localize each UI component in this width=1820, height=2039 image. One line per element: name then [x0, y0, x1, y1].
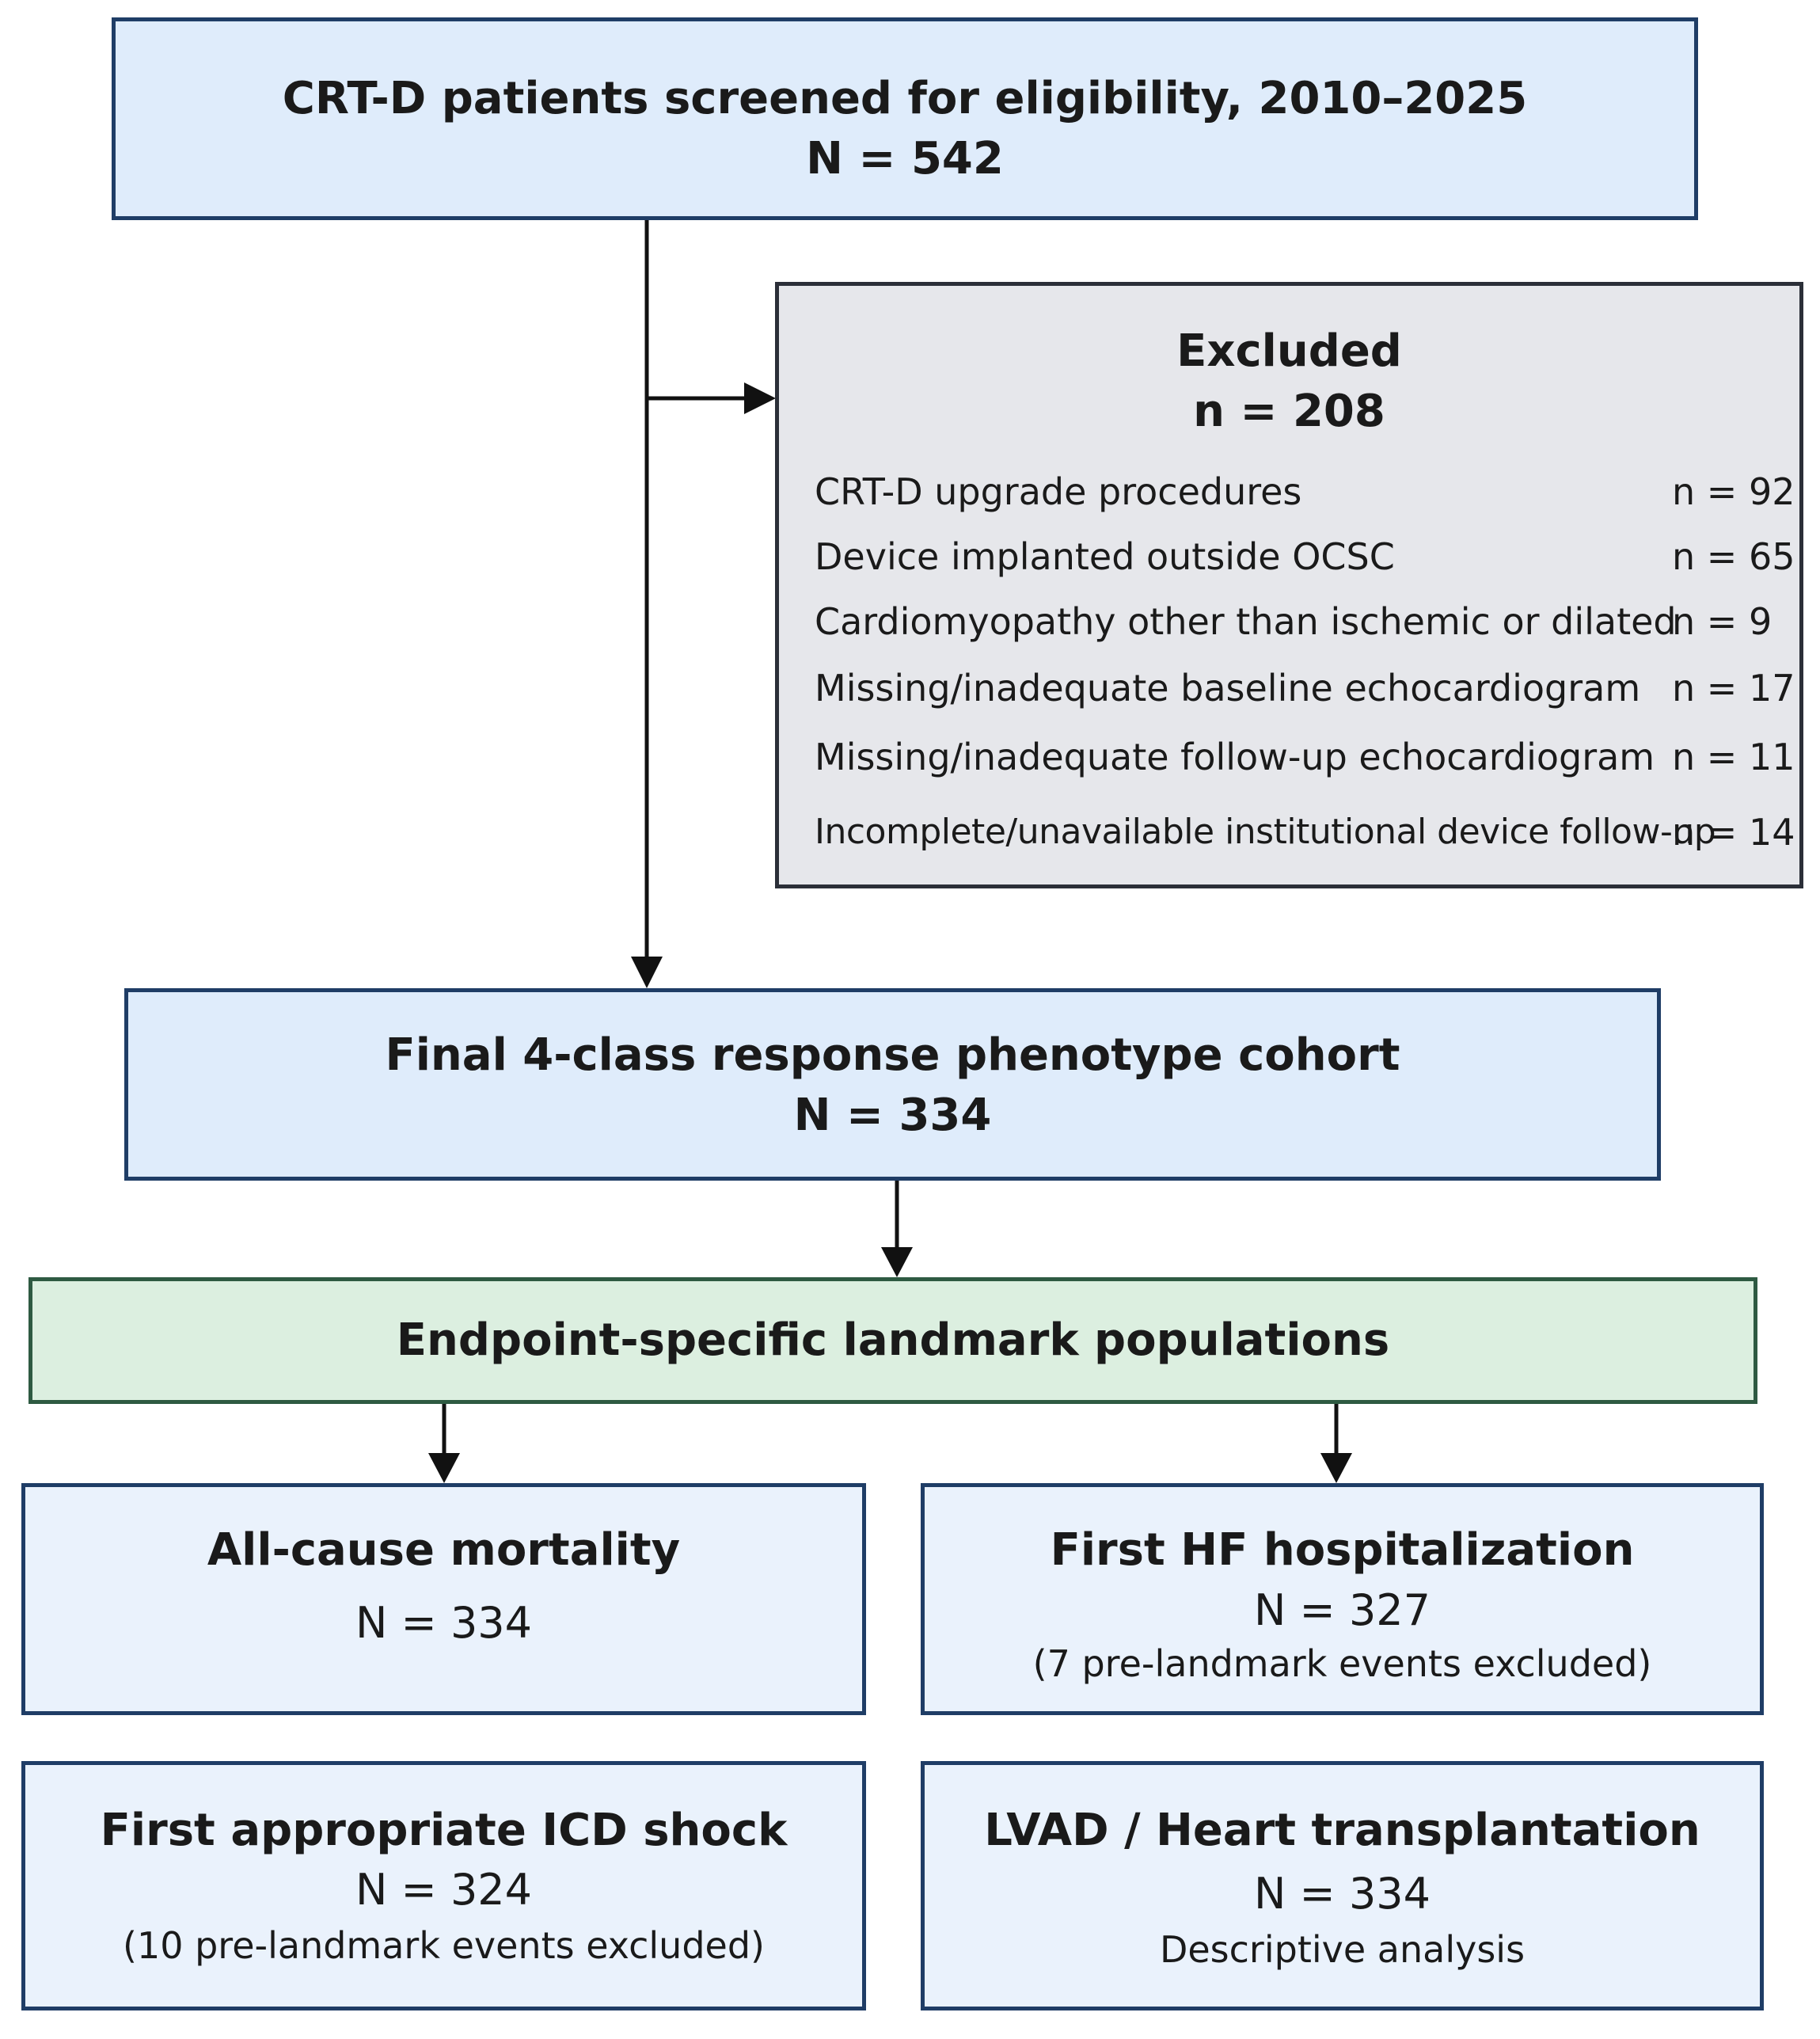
arrowhead-landmark — [881, 1247, 913, 1277]
exclusion-item: CRT-D upgrade procedures n = 92 — [815, 464, 1795, 519]
screened-title: CRT-D patients screened for eligibility,… — [282, 73, 1528, 124]
endpoint-lvad-box: LVAD / Heart transplantation N = 334 Des… — [921, 1761, 1764, 2010]
mortality-title: All-cause mortality — [207, 1524, 681, 1576]
arrowhead-final — [631, 957, 663, 988]
hf-title: First HF hospitalization — [1050, 1524, 1635, 1576]
exclusion-count: n = 11 — [1672, 736, 1795, 778]
hf-note: (7 pre-landmark events excluded) — [1032, 1642, 1652, 1685]
landmark-box: Endpoint-specific landmark populations — [28, 1277, 1757, 1404]
hf-count: N = 327 — [1253, 1585, 1431, 1635]
exclusion-reason: Device implanted outside OCSC — [815, 535, 1395, 578]
exclusion-count: n = 14 — [1672, 811, 1795, 854]
icd-count: N = 324 — [355, 1865, 533, 1915]
endpoint-mortality-box: All-cause mortality N = 334 — [21, 1483, 866, 1715]
final-cohort-count: N = 334 — [793, 1090, 992, 1141]
exclusion-count: n = 65 — [1672, 535, 1795, 578]
lvad-note: Descriptive analysis — [1159, 1928, 1526, 1971]
endpoint-icd-box: First appropriate ICD shock N = 324 (10 … — [21, 1761, 866, 2010]
exclusion-count: n = 92 — [1672, 470, 1795, 513]
excluded-title: Excluded — [1176, 325, 1402, 377]
screened-box: CRT-D patients screened for eligibility,… — [112, 17, 1698, 220]
final-cohort-box: Final 4-class response phenotype cohort … — [124, 988, 1661, 1181]
exclusion-count: n = 9 — [1672, 600, 1773, 643]
exclusion-reason: Missing/inadequate follow-up echocardiog… — [815, 736, 1655, 778]
arrowhead-mortality — [428, 1453, 460, 1483]
arrowhead-excluded — [744, 382, 776, 414]
screened-count: N = 542 — [806, 133, 1004, 184]
icd-title: First appropriate ICD shock — [100, 1805, 788, 1856]
exclusion-item: Missing/inadequate follow-up echocardiog… — [815, 729, 1795, 785]
excluded-count: n = 208 — [1193, 386, 1385, 437]
exclusion-reason: Cardiomyopathy other than ischemic or di… — [815, 600, 1677, 643]
lvad-title: LVAD / Heart transplantation — [984, 1805, 1700, 1856]
icd-note: (10 pre-landmark events excluded) — [123, 1924, 765, 1967]
landmark-title: Endpoint-specific landmark populations — [396, 1314, 1390, 1366]
lvad-count: N = 334 — [1253, 1869, 1431, 1919]
excluded-box: Excluded n = 208 CRT-D upgrade procedure… — [775, 282, 1803, 888]
exclusion-item: Missing/inadequate baseline echocardiogr… — [815, 660, 1795, 716]
mortality-count: N = 334 — [355, 1598, 533, 1648]
exclusion-item: Cardiomyopathy other than ischemic or di… — [815, 594, 1772, 649]
exclusion-item: Incomplete/unavailable institutional dev… — [815, 805, 1795, 860]
arrowhead-hf — [1320, 1453, 1352, 1483]
endpoint-hf-box: First HF hospitalization N = 327 (7 pre-… — [921, 1483, 1764, 1715]
final-cohort-title: Final 4-class response phenotype cohort — [385, 1029, 1400, 1081]
exclusion-item: Device implanted outside OCSC n = 65 — [815, 529, 1795, 584]
exclusion-count: n = 17 — [1672, 667, 1795, 709]
exclusion-reason: Incomplete/unavailable institutional dev… — [815, 812, 1716, 852]
exclusion-reason: Missing/inadequate baseline echocardiogr… — [815, 667, 1641, 709]
exclusion-reason: CRT-D upgrade procedures — [815, 470, 1302, 513]
